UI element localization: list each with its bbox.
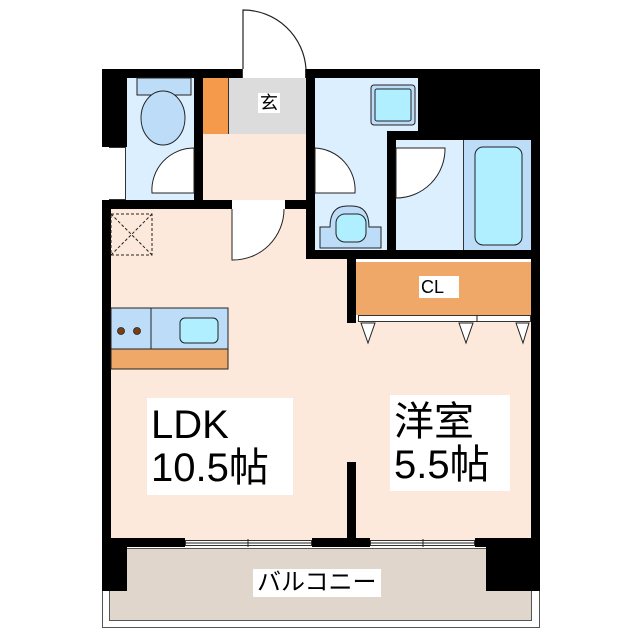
wall-wash-bottom bbox=[306, 250, 540, 259]
ldk-size: 10.5帖 bbox=[151, 446, 269, 490]
balcony-pillar-left bbox=[102, 538, 127, 591]
entrance-label: 玄 bbox=[258, 93, 280, 113]
toilet-icon bbox=[136, 77, 192, 146]
entrance-door-gap[interactable] bbox=[242, 69, 306, 78]
bathroom-door-icon bbox=[395, 147, 446, 199]
ldk-name: LDK bbox=[151, 403, 229, 447]
western-room-size: 5.5帖 bbox=[394, 443, 490, 487]
ldk-label-box: LDK 10.5帖 bbox=[147, 398, 293, 495]
shoe-box bbox=[202, 77, 229, 134]
western-room-name: 洋室 bbox=[394, 400, 474, 444]
wall-top-right-block bbox=[418, 69, 540, 131]
hall-door-gap[interactable] bbox=[232, 200, 285, 209]
refrigerator-space-icon bbox=[110, 213, 153, 256]
balcony-label: バルコニー bbox=[253, 569, 381, 597]
bathtub-icon bbox=[474, 146, 523, 246]
wall-left-upper bbox=[102, 69, 127, 147]
wall-wc-bottom bbox=[102, 200, 232, 209]
wall-wc-right bbox=[194, 69, 203, 205]
wall-bottom-mid bbox=[312, 538, 370, 547]
wall-left bbox=[102, 200, 111, 545]
wall-wash-divider bbox=[387, 131, 396, 259]
closet-doors-icon bbox=[360, 315, 530, 345]
ldk-door-icon bbox=[231, 208, 285, 261]
wall-hall-bottom-right bbox=[285, 200, 315, 209]
wash-basin-icon bbox=[319, 205, 382, 249]
closet-label: CL bbox=[419, 276, 460, 298]
closet-rail bbox=[358, 315, 531, 322]
hallway-floor bbox=[202, 134, 306, 205]
wall-genkan-right bbox=[306, 69, 315, 259]
wall-bath-top bbox=[387, 131, 540, 140]
western-room-label-box: 洋室 5.5帖 bbox=[390, 395, 510, 491]
wall-closet-left bbox=[347, 250, 356, 323]
balcony-pillar-right bbox=[486, 538, 540, 591]
entrance-door-icon bbox=[242, 9, 307, 70]
wall-top-left bbox=[102, 69, 242, 78]
washing-machine-icon bbox=[370, 84, 416, 126]
washroom-door-icon bbox=[314, 147, 356, 194]
wc-door-icon bbox=[151, 147, 195, 194]
wall-bottom-left bbox=[102, 538, 185, 547]
wall-room-divider bbox=[347, 462, 356, 547]
kitchen-counter-icon bbox=[110, 307, 229, 370]
wc-window bbox=[109, 147, 126, 200]
wall-right bbox=[531, 69, 540, 591]
window-marks-icon bbox=[185, 539, 475, 547]
